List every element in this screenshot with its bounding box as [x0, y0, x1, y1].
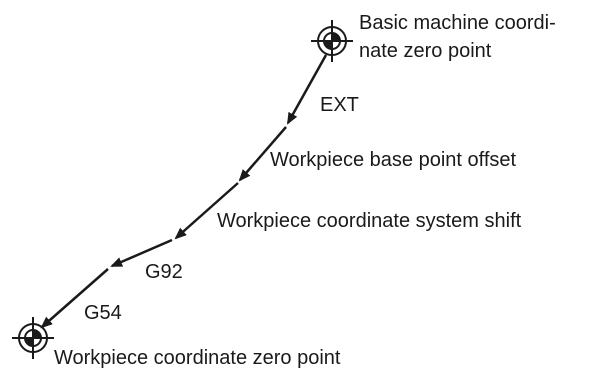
step-label-workpiece-coordinate-system-shift: Workpiece coordinate system shift	[217, 210, 522, 232]
step-label-ext: EXT	[320, 94, 359, 116]
arrow-ext	[286, 54, 328, 125]
step-label-g92: G92	[145, 261, 183, 283]
arrow-g54	[40, 268, 109, 329]
arrow-workpiece-base-point-offset	[238, 126, 287, 182]
machine-zero-label-line2: nate zero point	[359, 40, 492, 62]
step-label-g54: G54	[84, 302, 122, 324]
step-label-workpiece-base-point-offset: Workpiece base point offset	[270, 149, 517, 171]
arrow-g92	[110, 238, 173, 268]
workpiece-zero-label: Workpiece coordinate zero point	[54, 347, 341, 369]
workpiece-zero-point-icon	[12, 317, 54, 359]
machine-zero-label-line1: Basic machine coordi-	[359, 12, 556, 34]
machine-zero-point-icon	[311, 20, 353, 62]
arrow-workpiece-coordinate-system-shift	[174, 182, 239, 240]
